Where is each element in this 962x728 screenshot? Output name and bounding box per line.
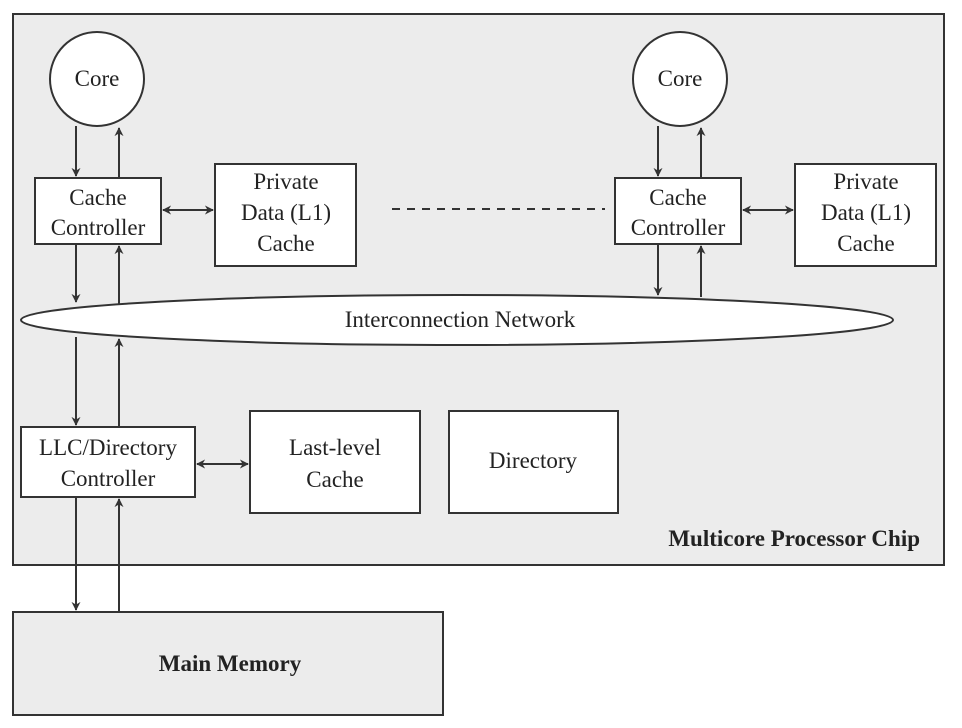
cache-controller-left-line2: Controller <box>51 215 146 240</box>
private-cache-right-line3: Cache <box>837 231 894 256</box>
cache-controller-left-line1: Cache <box>69 185 126 210</box>
private-cache-right-line1: Private <box>833 169 898 194</box>
core-right-label: Core <box>658 66 703 91</box>
directory-label: Directory <box>489 448 578 473</box>
private-cache-right-line2: Data (L1) <box>821 200 911 225</box>
last-level-cache-line2: Cache <box>306 467 363 492</box>
cache-controller-right <box>614 177 742 245</box>
last-level-cache-line1: Last-level <box>289 435 381 460</box>
cache-controller-right-line1: Cache <box>649 185 706 210</box>
core-left <box>49 31 145 127</box>
cache-controller-right-line2: Controller <box>631 215 726 240</box>
interconnection-network <box>20 294 894 346</box>
main-memory-label: Main Memory <box>159 651 302 676</box>
llc-directory-controller <box>20 426 196 498</box>
core-left-label: Core <box>75 66 120 91</box>
private-cache-right <box>794 163 937 267</box>
llc-directory-controller-line1: LLC/Directory <box>39 435 177 460</box>
directory-box <box>448 410 619 514</box>
private-cache-left-line2: Data (L1) <box>241 200 331 225</box>
llc-directory-controller-line2: Controller <box>61 466 156 491</box>
interconnection-network-label: Interconnection Network <box>345 307 576 332</box>
core-right <box>632 31 728 127</box>
main-memory-box <box>12 611 444 716</box>
private-cache-left-line1: Private <box>253 169 318 194</box>
private-cache-left <box>214 163 357 267</box>
chip-label: Multicore Processor Chip <box>668 526 920 551</box>
last-level-cache <box>249 410 421 514</box>
cache-controller-left <box>34 177 162 245</box>
private-cache-left-line3: Cache <box>257 231 314 256</box>
